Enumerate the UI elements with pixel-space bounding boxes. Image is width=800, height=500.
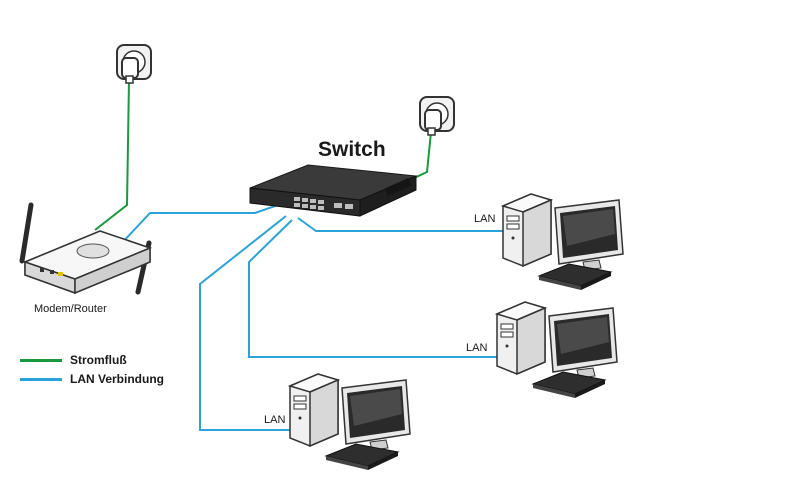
legend-power-label: Stromfluß — [70, 353, 127, 367]
legend-power: Stromfluß — [20, 352, 127, 368]
legend-lan: LAN Verbindung — [20, 371, 164, 387]
network-switch — [249, 164, 418, 217]
lan-label-top: LAN — [474, 213, 496, 225]
router-power-cable — [94, 79, 130, 231]
legend-power-swatch — [20, 358, 62, 362]
pc-bottom — [289, 373, 411, 471]
switch-pc-top-cable — [297, 217, 503, 232]
lan-lines — [119, 204, 503, 431]
switch-power-cable — [409, 131, 432, 181]
router-switch-cable — [119, 204, 279, 246]
wall-socket-router — [116, 44, 152, 84]
pc-top — [502, 193, 624, 291]
legend-lan-swatch — [20, 377, 62, 381]
switch-pc-bottom-cable — [199, 215, 290, 431]
lan-label-middle: LAN — [466, 342, 488, 354]
router-antenna-left — [19, 202, 34, 264]
router-label: Modem/Router — [34, 303, 107, 315]
lan-label-bottom: LAN — [264, 414, 286, 426]
switch-title: Switch — [318, 138, 386, 161]
switch-pc-middle-cable — [248, 219, 497, 358]
modem-router — [19, 202, 153, 295]
legend-lan-label: LAN Verbindung — [70, 372, 164, 386]
pc-middle — [496, 301, 618, 399]
wall-socket-switch — [419, 96, 455, 136]
